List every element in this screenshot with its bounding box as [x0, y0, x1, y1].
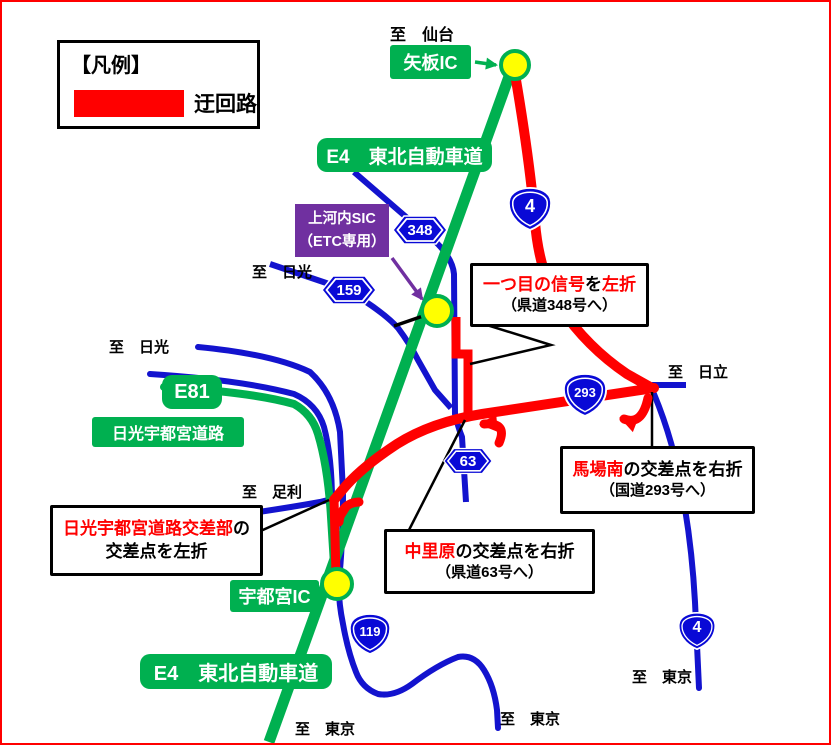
- detour-route-north: [510, 69, 657, 393]
- dest-nikko-upper: 至 日光: [252, 264, 313, 281]
- dest-sendai: 至 仙台: [390, 27, 455, 44]
- callout-nakazatohara-line1: 中里原の交差点を右折: [404, 541, 575, 561]
- dest-nikko-lower: 至 日光: [109, 339, 170, 356]
- kamikawachi-sic-sub: （ETC専用）: [298, 233, 386, 250]
- yaita-ic-marker: [499, 49, 531, 81]
- route-shield-293: 293: [562, 373, 608, 417]
- callout-babaminami-line1: 馬場南の交差点を右折: [572, 460, 743, 480]
- callout-nikko-crossing: 日光宇都宮道路交差部の 交差点を左折: [50, 505, 263, 576]
- callout-nakazatohara: 中里原の交差点を右折 （県道63号へ）: [384, 529, 595, 594]
- callout-nakazatohara-line2: （県道63号へ）: [436, 563, 543, 581]
- road-nikko-outer-and-119: [195, 344, 501, 731]
- label-e4-bottom: E4 東北自動車道: [140, 654, 332, 689]
- kamikawachi-sic-name: 上河内SIC: [308, 211, 376, 228]
- dest-ashikaga: 至 足利: [242, 484, 303, 501]
- dest-tokyo-center: 至 東京: [500, 711, 561, 728]
- turn-arrow-nakazatohara: [479, 413, 506, 448]
- callout-nikko-crossing-line2: 交差点を左折: [105, 541, 208, 561]
- legend-title: 【凡例】: [71, 55, 151, 77]
- yaita-pointer-arrow: [474, 57, 498, 70]
- label-e81: E81: [162, 375, 222, 409]
- label-utsunomiya-ic: 宇都宮IC: [230, 580, 319, 612]
- route-shield-119: 119: [348, 613, 392, 655]
- kamikawachi-sic-marker: [420, 294, 454, 328]
- turn-arrow-babaminami: [619, 393, 653, 433]
- callout-babaminami-line2: （国道293号へ）: [599, 482, 716, 500]
- label-kamikawachi-sic: 上河内SIC （ETC専用）: [295, 204, 389, 257]
- detour-route-south: [329, 497, 341, 577]
- utsunomiya-ic-marker: [320, 567, 354, 601]
- legend-detour-label: 迂回路: [194, 93, 257, 116]
- label-yaita-ic: 矢板IC: [390, 45, 471, 79]
- callout-first-signal-line2: （県道348号へ）: [501, 297, 618, 315]
- turn-arrow-utsunomiya: [331, 497, 364, 527]
- dest-hitachi: 至 日立: [668, 364, 729, 381]
- sic-access-stub: [393, 313, 427, 328]
- label-e4-top: E4 東北自動車道: [317, 138, 492, 172]
- route-shield-159: 159: [321, 275, 377, 305]
- callout-first-signal-line1: 一つ目の信号を左折: [483, 275, 636, 295]
- leader-nakazatohara: [407, 419, 467, 531]
- callout-nikko-crossing-line1: 日光宇都宮道路交差部の: [63, 519, 250, 539]
- legend-box: 【凡例】 迂回路: [57, 40, 260, 129]
- route-shield-63: 63: [443, 447, 493, 475]
- leader-first-signal: [469, 319, 556, 366]
- callout-first-signal: 一つ目の信号を左折 （県道348号へ）: [470, 263, 649, 327]
- kamikawachi-pointer-arrow: [390, 256, 424, 301]
- route-shield-348: 348: [392, 215, 448, 245]
- route-shield-4-top: 4: [507, 187, 553, 231]
- label-nikko-utsunomiya-road: 日光宇都宮道路: [92, 417, 244, 447]
- detour-route-zigzag: [451, 317, 473, 416]
- legend-detour-swatch: [74, 90, 184, 117]
- dest-tokyo-left: 至 東京: [295, 721, 356, 738]
- route-shield-4-right: 4: [677, 612, 717, 650]
- road-e4-expressway: [263, 58, 521, 743]
- road-nikko-utsunomiya-expwy: [160, 383, 339, 584]
- callout-babaminami: 馬場南の交差点を右折 （国道293号へ）: [560, 446, 755, 514]
- dest-tokyo-right: 至 東京: [632, 669, 693, 686]
- leader-nikko-crossing: [253, 498, 330, 536]
